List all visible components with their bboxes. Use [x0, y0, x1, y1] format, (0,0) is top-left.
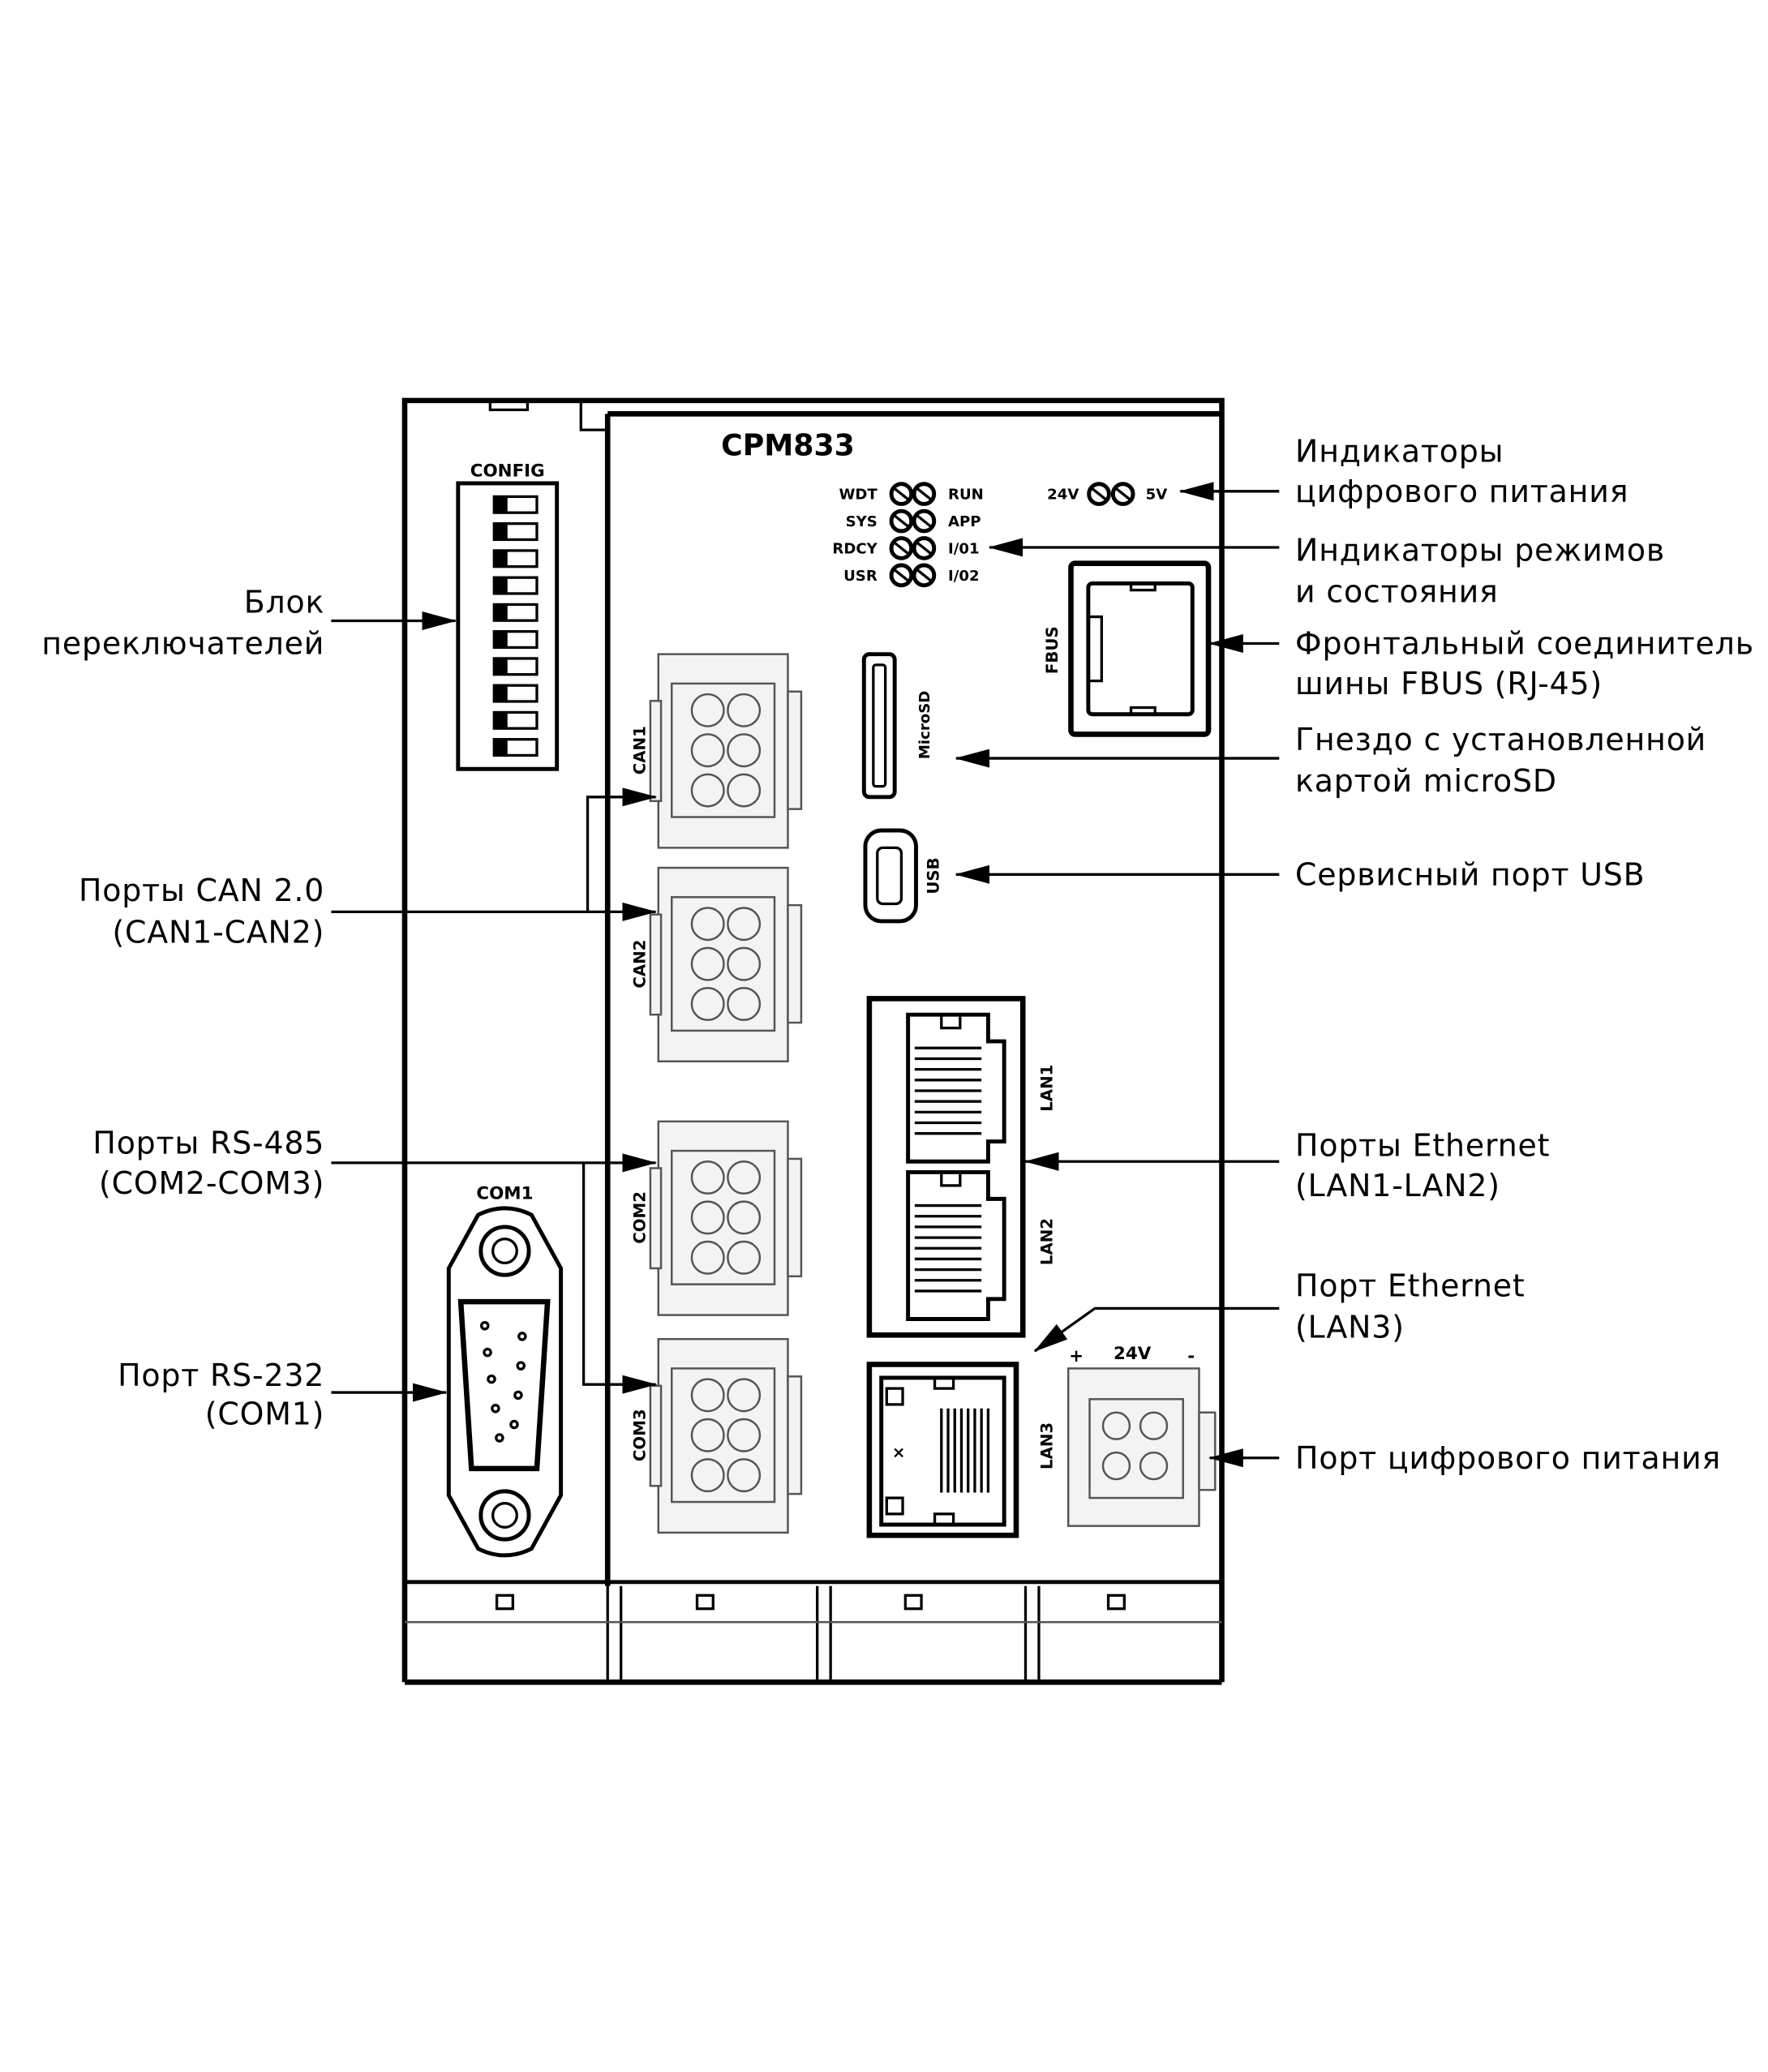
- com2-terminal-block[interactable]: COM2: [630, 1120, 803, 1316]
- callout-power-leds-line2: цифрового питания: [1295, 474, 1629, 509]
- bottom-rail: [404, 1580, 1222, 1685]
- model-title: CPM833: [721, 427, 855, 462]
- com1-db9-port[interactable]: COM1: [446, 1183, 564, 1558]
- callout-lan3-line1: Порт Ethernet: [1295, 1268, 1526, 1304]
- can1-label: CAN1: [630, 726, 649, 774]
- lan3-label: LAN3: [1037, 1422, 1056, 1469]
- com1-label: COM1: [476, 1183, 533, 1203]
- microsd-label: MicroSD: [916, 691, 933, 759]
- power-24v-connector[interactable]: + 24V -: [1066, 1344, 1217, 1527]
- config-label: CONFIG: [470, 461, 545, 482]
- callout-rs232-line1: Порт RS-232: [118, 1358, 324, 1393]
- callout-leaders: [331, 482, 1280, 1468]
- com3-terminal-block[interactable]: COM3: [630, 1337, 803, 1534]
- led-24v-icon: [1087, 482, 1111, 506]
- callout-dip-line2: переключателей: [41, 626, 324, 662]
- callout-rs485-line2: (COM2-COM3): [99, 1165, 324, 1201]
- callout-can-line1: Порты CAN 2.0: [79, 873, 324, 908]
- callout-rs232-line2: (COM1): [205, 1396, 324, 1432]
- dip-switch[interactable]: [492, 710, 539, 730]
- microsd-slot[interactable]: MicroSD: [861, 652, 933, 800]
- lan3-x-mark: ×: [892, 1444, 906, 1462]
- callout-lan3-line2: (LAN3): [1295, 1310, 1405, 1345]
- db9-pin: [517, 1332, 527, 1341]
- usb-label: USB: [924, 857, 942, 894]
- led-icon: [889, 508, 914, 534]
- config-dip-switch-block[interactable]: CONFIG: [456, 461, 560, 771]
- dip-switch[interactable]: [492, 684, 539, 703]
- dip-switch[interactable]: [492, 549, 539, 568]
- power-minus-label: -: [1187, 1346, 1195, 1366]
- dip-switch[interactable]: [492, 603, 539, 622]
- com2-label: COM2: [630, 1191, 649, 1244]
- led-label-24v: 24V: [1047, 487, 1079, 504]
- lan1-label: LAN1: [1037, 1065, 1056, 1112]
- callout-fbus-line2: шины FBUS (RJ-45): [1295, 666, 1603, 701]
- callout-fbus-line1: Фронтальный соединитель: [1295, 626, 1754, 662]
- lan1-lan2-ethernet-ports[interactable]: LAN1 LAN2: [866, 996, 1057, 1338]
- led-icon: [912, 536, 937, 560]
- power-plus-label: +: [1069, 1346, 1084, 1366]
- can2-terminal-block[interactable]: CAN2: [630, 866, 803, 1063]
- led-label-right: I/01: [948, 541, 980, 558]
- db9-pin: [513, 1390, 523, 1401]
- lan3-ethernet-port[interactable]: × LAN3: [866, 1362, 1057, 1538]
- led-label-right: APP: [948, 513, 981, 530]
- led-icon: [912, 482, 937, 506]
- db9-pin: [480, 1320, 490, 1331]
- callout-can-line2: (CAN1-CAN2): [112, 914, 324, 950]
- callout-power-port: Порт цифрового питания: [1295, 1440, 1721, 1476]
- power-leds: 24V 5V: [1047, 482, 1168, 506]
- db9-pin: [495, 1433, 504, 1443]
- callout-lan12-line2: (LAN1-LAN2): [1295, 1168, 1500, 1203]
- callouts-left: Блок переключателей Порты CAN 2.0 (CAN1-…: [41, 585, 324, 1432]
- led-label-left: SYS: [846, 513, 878, 530]
- callout-microsd-line2: картой microSD: [1295, 763, 1557, 799]
- led-label-right: I/02: [948, 568, 980, 585]
- led-icon: [889, 536, 914, 560]
- db9-pin: [516, 1361, 526, 1371]
- lan2-label: LAN2: [1037, 1218, 1056, 1265]
- db9-pin: [483, 1347, 492, 1358]
- callout-mode-leds-line2: и состояния: [1295, 573, 1499, 609]
- db9-pin: [509, 1419, 519, 1430]
- dip-switch[interactable]: [492, 630, 539, 650]
- dip-switch[interactable]: [492, 522, 539, 542]
- dip-switch[interactable]: [492, 738, 539, 757]
- callouts-right: Индикаторы цифрового питания Индикаторы …: [1295, 434, 1754, 1476]
- led-icon: [912, 563, 937, 588]
- callout-mode-leds-line1: Индикаторы режимов: [1295, 532, 1665, 568]
- dip-switch[interactable]: [492, 495, 539, 514]
- led-icon: [889, 563, 914, 588]
- led-label-left: USR: [843, 568, 878, 585]
- com3-label: COM3: [630, 1409, 649, 1461]
- led-label-left: RDCY: [832, 541, 878, 558]
- power-24v-label: 24V: [1114, 1344, 1152, 1364]
- led-label-left: WDT: [839, 487, 878, 504]
- db9-pin: [487, 1374, 496, 1384]
- rj45-jack: [906, 1012, 1006, 1164]
- rj45-jack: [906, 1169, 1006, 1321]
- device-body: [401, 397, 1225, 1685]
- callout-power-leds-line1: Индикаторы: [1295, 434, 1504, 470]
- led-label-5v: 5V: [1146, 487, 1168, 504]
- callout-usb: Сервисный порт USB: [1295, 856, 1645, 892]
- fbus-rj45-connector[interactable]: FBUS: [1043, 560, 1212, 737]
- led-icon: [889, 482, 914, 506]
- led-5v-icon: [1110, 482, 1135, 506]
- dip-switch[interactable]: [492, 576, 539, 595]
- led-icon: [912, 508, 937, 534]
- dip-switch[interactable]: [492, 657, 539, 676]
- can2-label: CAN2: [630, 940, 649, 989]
- callout-microsd-line1: Гнездо с установленной: [1295, 722, 1706, 757]
- callout-dip-line1: Блок: [244, 585, 325, 620]
- callout-lan12-line1: Порты Ethernet: [1295, 1128, 1550, 1164]
- fbus-label: FBUS: [1043, 626, 1062, 674]
- usb-service-port[interactable]: USB: [863, 828, 943, 924]
- led-label-right: RUN: [948, 487, 984, 504]
- callout-rs485-line1: Порты RS-485: [92, 1125, 324, 1160]
- db9-pin: [491, 1404, 500, 1414]
- can1-terminal-block[interactable]: CAN1: [630, 653, 803, 849]
